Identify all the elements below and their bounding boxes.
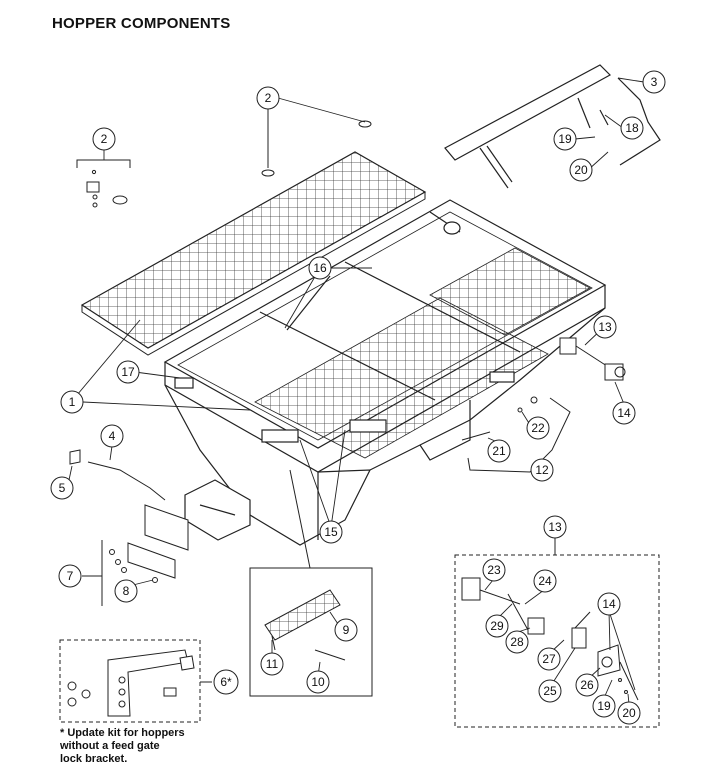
callout-27: 27 xyxy=(537,647,561,671)
svg-text:24: 24 xyxy=(538,574,552,588)
callout-21: 21 xyxy=(487,439,511,463)
svg-text:12: 12 xyxy=(535,463,549,477)
svg-text:9: 9 xyxy=(343,623,350,637)
spinner-detail-box xyxy=(454,530,660,728)
callout-3: 3 xyxy=(642,70,666,94)
callout-8: 8 xyxy=(114,579,138,603)
svg-text:14: 14 xyxy=(602,597,616,611)
callout-14: 14 xyxy=(597,592,621,616)
callout-5: 5 xyxy=(50,476,74,500)
svg-text:23: 23 xyxy=(487,563,501,577)
callout-12: 12 xyxy=(530,458,554,482)
svg-text:20: 20 xyxy=(574,163,588,177)
top-rail-drawing xyxy=(444,64,661,189)
callout-23: 23 xyxy=(482,558,506,582)
feed-gate-drawing xyxy=(69,449,189,551)
callout-6: 6* xyxy=(213,669,239,695)
gate-bracket-drawing xyxy=(101,540,176,606)
svg-text:7: 7 xyxy=(67,569,74,583)
svg-text:11: 11 xyxy=(266,657,279,671)
svg-text:6*: 6* xyxy=(220,675,232,689)
svg-text:10: 10 xyxy=(311,675,325,689)
callout-22: 22 xyxy=(526,416,550,440)
callout-15: 15 xyxy=(319,520,343,544)
svg-text:15: 15 xyxy=(324,525,338,539)
svg-text:29: 29 xyxy=(490,619,504,633)
hardware-kit-drawing xyxy=(76,108,372,208)
update-kit-box xyxy=(59,639,212,723)
callout-2: 2 xyxy=(92,127,116,151)
callout-20: 20 xyxy=(569,158,593,182)
chain-detail-box xyxy=(249,469,373,697)
svg-text:14: 14 xyxy=(617,406,631,420)
svg-text:13: 13 xyxy=(598,320,612,334)
svg-text:5: 5 xyxy=(59,481,66,495)
hopper-body-drawing xyxy=(163,199,607,546)
callout-16: 16 xyxy=(308,256,332,280)
callout-29: 29 xyxy=(485,614,509,638)
svg-text:17: 17 xyxy=(121,365,135,379)
svg-text:20: 20 xyxy=(622,706,636,720)
bolt-drawing xyxy=(461,396,571,473)
svg-text:22: 22 xyxy=(531,421,545,435)
callout-28: 28 xyxy=(505,630,529,654)
callout-26: 26 xyxy=(575,673,599,697)
callout-13: 13 xyxy=(593,315,617,339)
svg-text:21: 21 xyxy=(492,444,506,458)
callout-4: 4 xyxy=(100,424,124,448)
svg-text:28: 28 xyxy=(510,635,524,649)
svg-text:25: 25 xyxy=(543,684,557,698)
svg-text:8: 8 xyxy=(123,584,130,598)
update-kit-footnote: * Update kit for hoppers without a feed … xyxy=(60,727,185,765)
page-title: HOPPER COMPONENTS xyxy=(52,15,231,32)
callout-24: 24 xyxy=(533,569,557,593)
top-grate-drawing xyxy=(80,151,427,356)
svg-text:1: 1 xyxy=(69,395,76,409)
callout-13: 13 xyxy=(543,515,567,539)
svg-text:13: 13 xyxy=(548,520,562,534)
callout-11: 11 xyxy=(260,652,284,676)
callout-17: 17 xyxy=(116,360,140,384)
callout-18: 18 xyxy=(620,116,644,140)
svg-text:19: 19 xyxy=(597,699,611,713)
callout-19: 19 xyxy=(553,127,577,151)
callout-1: 1 xyxy=(60,390,84,414)
callout-25: 25 xyxy=(538,679,562,703)
callout-2: 2 xyxy=(256,86,280,110)
svg-text:3: 3 xyxy=(651,75,658,89)
svg-text:18: 18 xyxy=(625,121,639,135)
callout-9: 9 xyxy=(334,618,358,642)
svg-text:2: 2 xyxy=(265,91,272,105)
callout-20: 20 xyxy=(617,701,641,725)
svg-text:16: 16 xyxy=(313,261,327,275)
spinner-assembly-drawing xyxy=(559,337,626,381)
svg-text:27: 27 xyxy=(542,652,556,666)
svg-text:4: 4 xyxy=(109,429,116,443)
callout-14: 14 xyxy=(612,401,636,425)
svg-text:2: 2 xyxy=(101,132,108,146)
svg-text:19: 19 xyxy=(558,132,572,146)
callout-7: 7 xyxy=(58,564,82,588)
callout-10: 10 xyxy=(306,670,330,694)
callout-19: 19 xyxy=(592,694,616,718)
svg-text:26: 26 xyxy=(580,678,594,692)
